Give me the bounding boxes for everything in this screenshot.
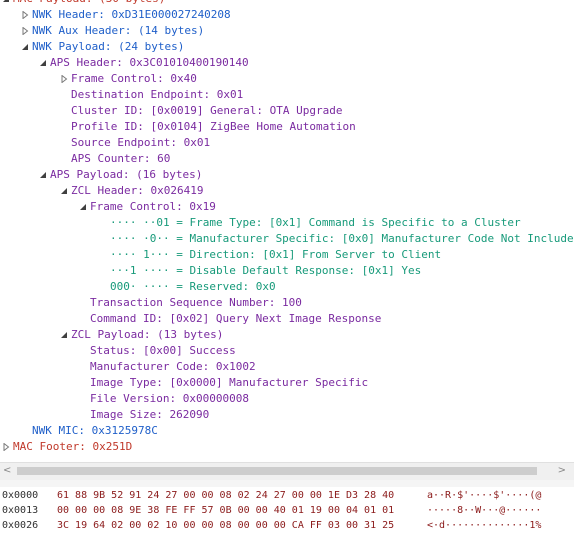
expanded-triangle-icon[interactable] [39,167,49,183]
scroll-right-arrow-icon[interactable]: > [557,465,566,476]
tree-row[interactable]: ···· 1··· = Direction: [0x1] From Server… [110,248,442,261]
tree-row[interactable]: MAC Payload: (30 bytes) [13,0,165,7]
tree-row[interactable]: ZCL Header: 0x026419 [71,184,204,197]
tree-row[interactable]: APS Payload: (16 bytes) [50,168,203,181]
scroll-left-arrow-icon[interactable]: < [3,465,12,476]
tree-row[interactable]: Image Type: [0x0000] Manufacturer Specif… [90,376,369,389]
collapsed-triangle-icon[interactable] [60,71,70,87]
expanded-triangle-icon[interactable] [79,199,89,215]
hex-offset: 0x0013 [2,505,39,516]
tree-row[interactable]: Frame Control: 0x19 [90,200,216,213]
tree-row[interactable]: Profile ID: [0x0104] ZigBee Home Automat… [71,120,356,133]
expanded-triangle-icon[interactable] [2,0,12,7]
tree-row[interactable]: ZCL Payload: (13 bytes) [71,328,224,341]
tree-row[interactable]: APS Header: 0x3C01010400190140 [50,56,249,69]
tree-row[interactable]: Status: [0x00] Success [90,344,236,357]
hex-bytes[interactable]: 3C 19 64 02 00 02 10 00 00 08 00 00 00 C… [57,520,395,531]
tree-row[interactable]: Manufacturer Code: 0x1002 [90,360,256,373]
tree-row[interactable]: Command ID: [0x02] Query Next Image Resp… [90,312,382,325]
tree-row[interactable]: NWK Payload: (24 bytes) [32,40,185,53]
hex-offset: 0x0000 [2,490,39,501]
tree-row[interactable]: Image Size: 262090 [90,408,210,421]
tree-row[interactable]: File Version: 0x00000008 [90,392,249,405]
collapsed-triangle-icon[interactable] [21,23,31,39]
tree-row[interactable]: NWK Aux Header: (14 bytes) [32,24,205,37]
packet-details-tree: MAC Payload: (30 bytes)NWK Header: 0xD31… [2,0,574,455]
tree-row[interactable]: NWK MIC: 0x3125978C [32,424,158,437]
hex-ascii[interactable]: a··R·$'····$'····(@ [427,490,542,501]
tree-row[interactable]: MAC Footer: 0x251D [13,440,133,453]
tree-row[interactable]: ···· ··01 = Frame Type: [0x1] Command is… [110,216,521,229]
tree-row[interactable]: Cluster ID: [0x0019] General: OTA Upgrad… [71,104,343,117]
pane-splitter[interactable] [0,480,574,487]
tree-row[interactable]: Frame Control: 0x40 [71,72,197,85]
hex-dump-pane: 0x0000 61 88 9B 52 91 24 27 00 00 08 02 2… [0,487,574,533]
tree-row[interactable]: ···1 ···· = Disable Default Response: [0… [110,264,422,277]
tree-row[interactable]: Source Endpoint: 0x01 [71,136,211,149]
hex-offset: 0x0026 [2,520,39,531]
expanded-triangle-icon[interactable] [60,327,70,343]
collapsed-triangle-icon[interactable] [2,439,12,455]
expanded-triangle-icon[interactable] [39,55,49,71]
tree-row[interactable]: 000· ···· = Reserved: 0x0 [110,280,276,293]
hex-ascii[interactable]: <·d··············1% [427,520,542,531]
tree-row[interactable]: NWK Header: 0xD31E000027240208 [32,8,231,21]
tree-row[interactable]: Destination Endpoint: 0x01 [71,88,244,101]
hex-bytes[interactable]: 61 88 9B 52 91 24 27 00 00 08 02 24 27 0… [57,490,395,501]
horizontal-scrollbar[interactable]: < > [0,462,574,481]
collapsed-triangle-icon[interactable] [21,7,31,23]
hex-bytes[interactable]: 00 00 00 08 9E 38 FE FF 57 0B 00 00 40 0… [57,505,395,516]
hex-ascii[interactable]: ·····8··W···@······ [427,505,542,516]
expanded-triangle-icon[interactable] [21,39,31,55]
scrollbar-thumb[interactable] [17,467,537,475]
expanded-triangle-icon[interactable] [60,183,70,199]
tree-row[interactable]: APS Counter: 60 [71,152,171,165]
tree-row[interactable]: ···· ·0·· = Manufacturer Specific: [0x0]… [110,232,574,245]
tree-row[interactable]: Transaction Sequence Number: 100 [90,296,302,309]
